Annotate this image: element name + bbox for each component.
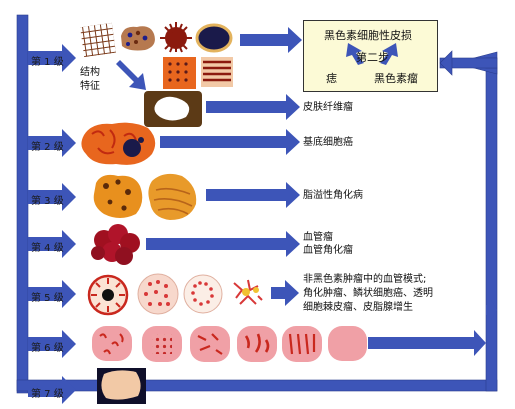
hemangioma-lesion xyxy=(91,224,140,265)
step2-title: 黑色素细胞性皮损 xyxy=(324,29,412,42)
structure-label-line1: 结构 xyxy=(80,67,100,78)
outcome-nonmelanocytic-line1: 非黑色素肿瘤中的血管模式; xyxy=(303,274,427,285)
outcome-hemangioma: 血管瘤 xyxy=(303,232,333,243)
outcome-arrow-vascular xyxy=(146,231,300,257)
level-label-5: 第 5 级 xyxy=(31,293,64,304)
outcome-angiokeratoma: 血管角化瘤 xyxy=(303,245,353,256)
level-label-7: 第 7 级 xyxy=(31,389,64,400)
outcome-arrow-melanocytic xyxy=(240,27,302,53)
outcome-nonmelanocytic-line2: 角化肿瘤、鳞状细胞癌、透明 xyxy=(303,288,433,299)
outcome-arrow-to-trunk-5 xyxy=(486,300,497,320)
pink-lesion-6 xyxy=(328,326,367,361)
step2-label: 第二步 xyxy=(356,51,389,64)
level-label-6: 第 6 级 xyxy=(31,343,64,354)
string-of-pearls-lesion xyxy=(183,274,223,314)
pink-lesions xyxy=(92,326,367,362)
pink-lesion-3 xyxy=(190,326,230,362)
nevus-result: 痣 xyxy=(326,72,337,85)
step2-arrows xyxy=(346,43,398,65)
globules-lesion xyxy=(121,26,155,51)
outcome-dermatofibroma: 皮肤纤维瘤 xyxy=(303,102,353,113)
pink-lesion-2 xyxy=(142,326,182,362)
outcome-bcc: 基底细胞癌 xyxy=(303,137,353,148)
level-arrow-6 xyxy=(28,330,76,358)
melanoma-result: 黑色素瘤 xyxy=(374,72,418,85)
regression-lesion xyxy=(163,57,196,89)
level-label-1: 第 1 级 xyxy=(31,57,64,68)
comma-vessels-lesion xyxy=(87,274,129,316)
step2-box: 黑色素细胞性皮损 第二步 痣 黑色素瘤 xyxy=(303,20,438,92)
featureless-lesion xyxy=(97,368,146,404)
outcome-arrow-level6 xyxy=(368,330,486,356)
polymorphous-vessels-lesion xyxy=(231,278,263,308)
blue-white-veil-lesion xyxy=(195,23,233,53)
nonmelanocytic-lesions xyxy=(87,273,263,316)
outcome-arrow-bcc xyxy=(160,129,300,155)
seborrheic-keratosis-lesions xyxy=(93,173,197,220)
structure-label-line2: 特征 xyxy=(80,81,100,92)
level-arrow-2 xyxy=(28,129,76,157)
outcome-nonmelanocytic-line3: 细胞棘皮瘤、皮脂腺增生 xyxy=(303,302,413,313)
level-label-3: 第 3 级 xyxy=(31,196,64,207)
pink-lesion-1 xyxy=(92,326,132,361)
outcome-arrow-sk xyxy=(206,182,300,208)
level-arrow-3 xyxy=(28,183,76,211)
pink-lesion-4 xyxy=(237,326,277,362)
structure-arrows xyxy=(112,60,146,90)
bcc-lesion xyxy=(81,122,156,165)
level-arrow-4 xyxy=(28,230,76,258)
outcome-arrow-dermatofibroma xyxy=(206,94,300,120)
outcome-arrow-nonmelanocytic xyxy=(271,280,299,306)
dermatofibroma-lesion xyxy=(144,91,202,127)
streaks-lesion xyxy=(160,22,192,53)
left-trunk xyxy=(16,14,498,394)
level-arrow-5 xyxy=(28,280,76,308)
level1-lesions xyxy=(80,22,233,89)
level-label-4: 第 4 级 xyxy=(31,243,64,254)
level-label-2: 第 2 级 xyxy=(31,142,64,153)
level-arrow-7 xyxy=(28,376,76,404)
pink-lesion-5 xyxy=(282,326,322,362)
dotted-vessels-lesion xyxy=(137,273,179,315)
level-arrows xyxy=(28,44,76,404)
outcome-seborrheic-keratosis: 脂溢性角化病 xyxy=(303,190,363,201)
pigment-network-lesion xyxy=(80,22,116,58)
outcome-arrows xyxy=(146,27,497,356)
level-arrow-1 xyxy=(28,44,76,72)
